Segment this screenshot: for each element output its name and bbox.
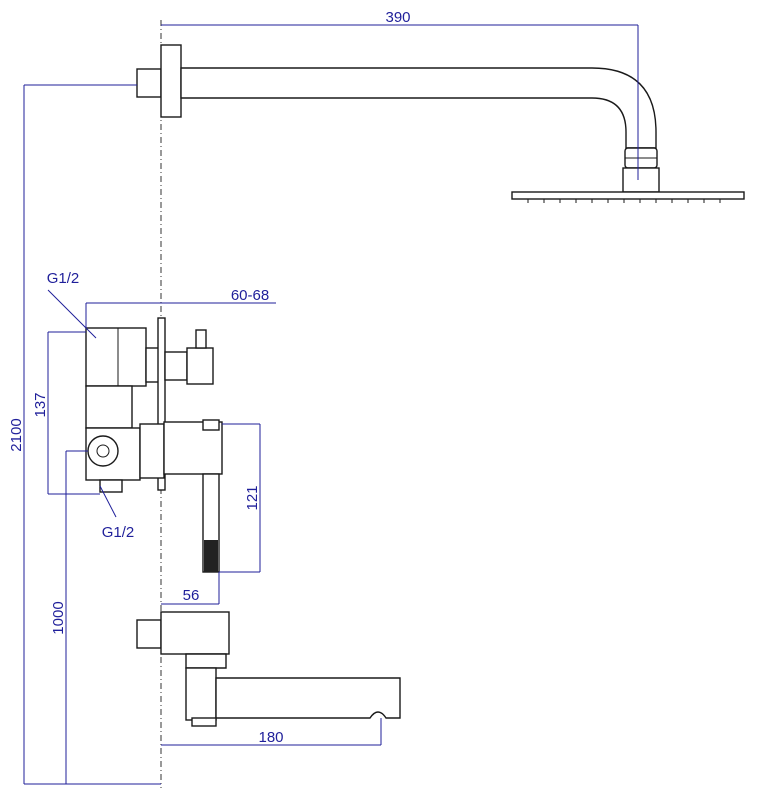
shower-arm-assembly — [136, 44, 745, 203]
lever-hub — [163, 421, 223, 475]
dim-lever-offset: 56 — [183, 587, 200, 604]
dim-total-height: 2100 — [8, 418, 25, 451]
dim-arm-length: 390 — [385, 9, 410, 26]
arm-wall-nut — [136, 68, 162, 98]
dim-spout-length: 180 — [258, 729, 283, 746]
thread-lower-inlet: G1/2 — [102, 524, 135, 541]
dim-spout-height: 1000 — [50, 601, 67, 634]
spout-assembly — [136, 611, 401, 727]
outlet-bottom — [99, 479, 123, 493]
shower-arm — [180, 67, 657, 149]
thread-upper-inlet: G1/2 — [47, 270, 80, 287]
inlet-port — [87, 435, 119, 467]
diverter-pin — [195, 329, 207, 349]
spout-pipe — [215, 677, 401, 719]
dim-lever-height: 121 — [244, 485, 261, 510]
head-connector — [622, 167, 660, 193]
lever-base — [139, 423, 165, 479]
arm-wall-flange — [160, 44, 182, 118]
spout-body — [185, 667, 217, 721]
spout-transition — [185, 653, 227, 669]
diverter-knob — [186, 347, 214, 385]
spout-wall-nut — [136, 619, 162, 649]
dimensions: 390 2100 60-68 G1/2 137 G1/2 1000 121 — [8, 9, 639, 785]
dim-wall-depth: 60-68 — [231, 287, 269, 304]
dim-mixer-height: 137 — [32, 392, 49, 417]
diverter-button — [191, 717, 217, 727]
upper-outlet-body — [85, 327, 147, 387]
spout-flange — [160, 611, 230, 655]
diverter-cover-plate — [157, 317, 166, 491]
lever-grip — [204, 540, 218, 572]
lever-collar — [202, 419, 220, 431]
mixer-body — [85, 385, 133, 429]
mixer-assembly — [85, 317, 223, 573]
shower-head-nozzles — [520, 198, 736, 203]
diverter-stem — [164, 351, 188, 381]
shower-head — [511, 191, 745, 200]
